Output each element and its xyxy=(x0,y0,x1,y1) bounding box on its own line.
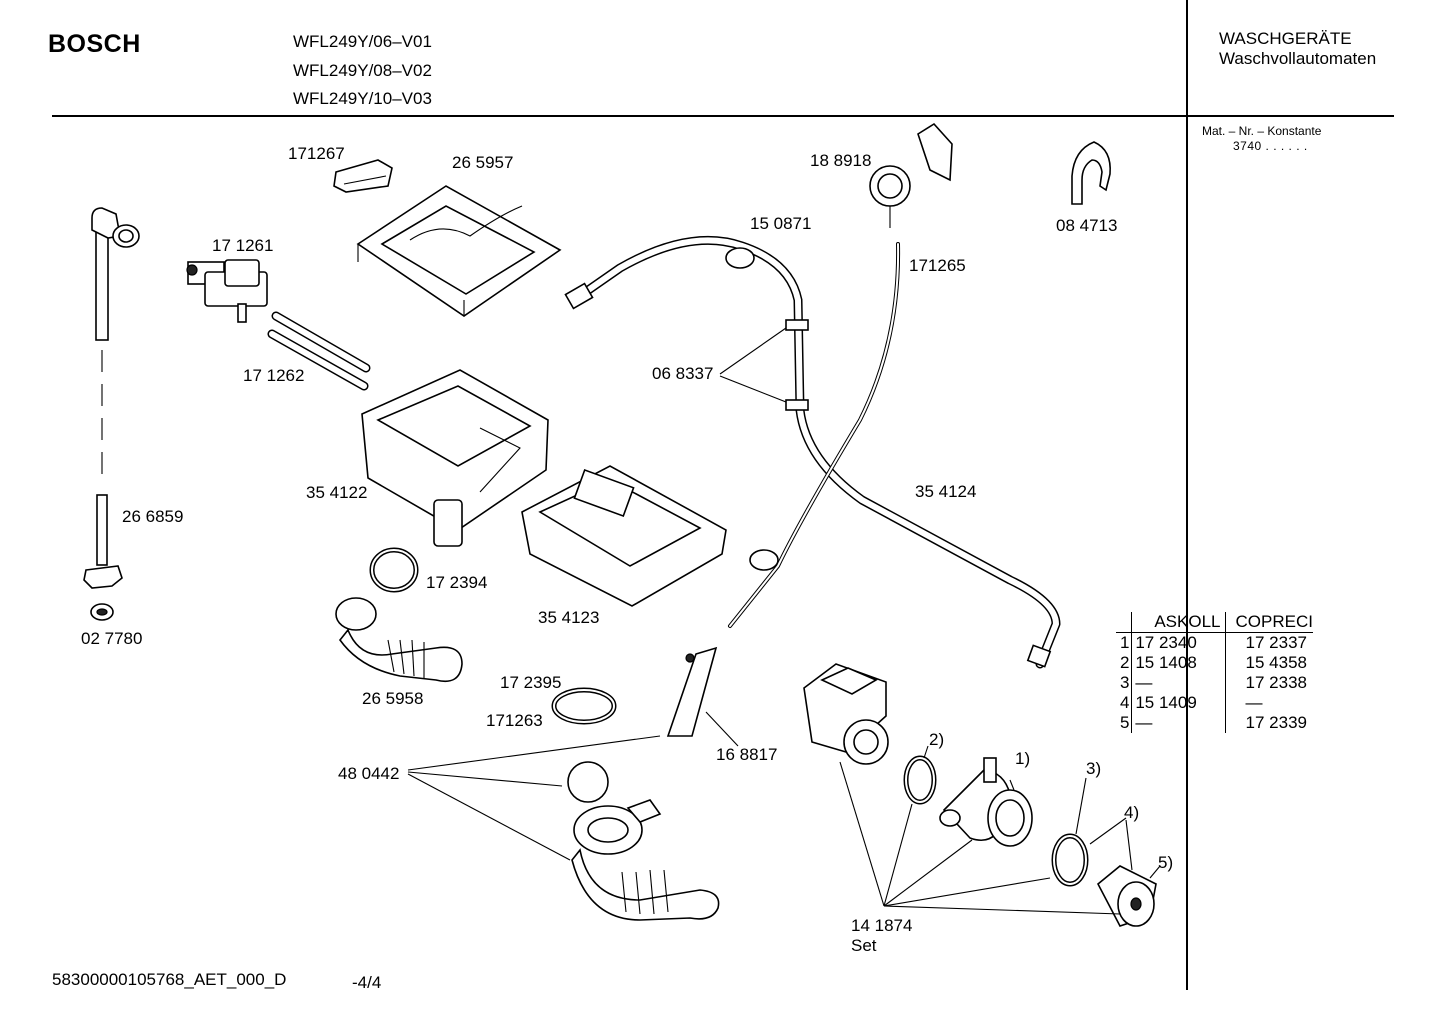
hose-clip-part xyxy=(1071,141,1111,205)
callout-5: 5) xyxy=(1158,853,1173,872)
document-id: 58300000105768_AET_000_D xyxy=(52,970,287,989)
pressure-hose-part xyxy=(728,242,901,628)
label-480442: 48 0442 xyxy=(338,764,399,783)
drawer-insert-part xyxy=(521,465,727,607)
drain-pump-part xyxy=(803,663,889,765)
row-number: 5 xyxy=(1116,713,1133,733)
askoll-value: — xyxy=(1131,673,1226,693)
callout-3: 3) xyxy=(1086,759,1101,778)
label-354124: 35 4124 xyxy=(915,482,976,501)
label-171265: 171265 xyxy=(909,256,966,275)
ball-valve-part xyxy=(567,761,609,803)
variant-table: ASKOLL COPRECI 1 17 2340 17 2337 2 15 14… xyxy=(1116,612,1313,733)
copreci-value: 17 2338 xyxy=(1245,673,1307,692)
row-number: 2 xyxy=(1116,653,1133,673)
drawer-frame-part xyxy=(356,185,562,317)
connecting-rods-part xyxy=(267,311,371,391)
filter-part xyxy=(1096,865,1157,927)
row-number: 4 xyxy=(1116,693,1133,713)
row-number: 1 xyxy=(1116,632,1133,653)
variant-table-header: ASKOLL COPRECI xyxy=(1116,612,1313,633)
category-title: WASCHGERÄTE xyxy=(1219,29,1352,48)
small-bracket-part xyxy=(333,159,393,193)
pressure-switch-part xyxy=(869,122,953,228)
bellows-hose-part xyxy=(335,597,463,683)
label-265957: 26 5957 xyxy=(452,153,513,172)
askoll-value: 15 1408 xyxy=(1131,653,1226,673)
label-172394: 17 2394 xyxy=(426,573,487,592)
callout-4: 4) xyxy=(1124,803,1139,822)
askoll-value: 17 2340 xyxy=(1131,632,1226,653)
category-subtitle: Waschvollautomaten xyxy=(1219,49,1377,68)
label-150871: 15 0871 xyxy=(750,214,811,233)
pump-housing-part xyxy=(939,757,1033,847)
label-171262: 17 1262 xyxy=(243,366,304,385)
row-number: 3 xyxy=(1116,673,1133,693)
callout-1: 1) xyxy=(1015,749,1030,768)
askoll-value: 15 1409 xyxy=(1131,693,1226,713)
material-number-label: Mat. – Nr. – Konstante xyxy=(1202,124,1322,138)
label-168817: 16 8817 xyxy=(716,745,777,764)
table-row: 3 — 17 2338 xyxy=(1116,673,1313,693)
table-row: 4 15 1409 — xyxy=(1116,693,1313,713)
sump-hose-part xyxy=(571,799,720,921)
label-188918: 18 8918 xyxy=(810,151,871,170)
label-354123: 35 4123 xyxy=(538,608,599,627)
model-number-3: WFL249Y/10–V03 xyxy=(293,89,432,108)
callout-2: 2) xyxy=(929,730,944,749)
label-171261: 17 1261 xyxy=(212,236,273,255)
solenoid-valve-part xyxy=(186,259,268,323)
copreci-value: — xyxy=(1245,693,1263,712)
label-084713: 08 4713 xyxy=(1056,216,1117,235)
label-265958: 26 5958 xyxy=(362,689,423,708)
copreci-value: 17 2339 xyxy=(1245,713,1307,732)
label-266859: 26 6859 xyxy=(122,507,183,526)
material-number-value: 3740 . . . . . . xyxy=(1233,139,1308,153)
header-copreci: COPRECI xyxy=(1225,612,1313,633)
label-171263: 171263 xyxy=(486,711,543,730)
label-141874: 14 1874 xyxy=(851,916,912,935)
label-068337: 06 8337 xyxy=(652,364,713,383)
header-askoll: ASKOLL xyxy=(1131,612,1226,633)
copreci-value: 17 2337 xyxy=(1245,633,1307,652)
detergent-drawer-part xyxy=(361,369,549,547)
model-number-2: WFL249Y/08–V02 xyxy=(293,61,432,80)
label-171267: 171267 xyxy=(288,144,345,163)
label-354122: 35 4122 xyxy=(306,483,367,502)
askoll-value: — xyxy=(1131,713,1226,733)
table-row: 5 — 17 2339 xyxy=(1116,713,1313,733)
label-027780: 02 7780 xyxy=(81,629,142,648)
model-number-1: WFL249Y/06–V01 xyxy=(293,32,432,51)
inlet-hose-part xyxy=(83,207,140,621)
copreci-value: 15 4358 xyxy=(1245,653,1307,672)
label-set: Set xyxy=(851,936,877,955)
header-divider xyxy=(52,115,1394,117)
label-172395: 17 2395 xyxy=(500,673,561,692)
sensor-part xyxy=(666,646,739,747)
page-number: -4/4 xyxy=(352,973,382,992)
side-column-divider xyxy=(1186,0,1188,990)
brand-logo: BOSCH xyxy=(48,30,141,58)
table-row: 2 15 1408 15 4358 xyxy=(1116,653,1313,673)
table-row: 1 17 2340 17 2337 xyxy=(1116,632,1313,653)
discharge-hose-part xyxy=(564,235,1061,669)
